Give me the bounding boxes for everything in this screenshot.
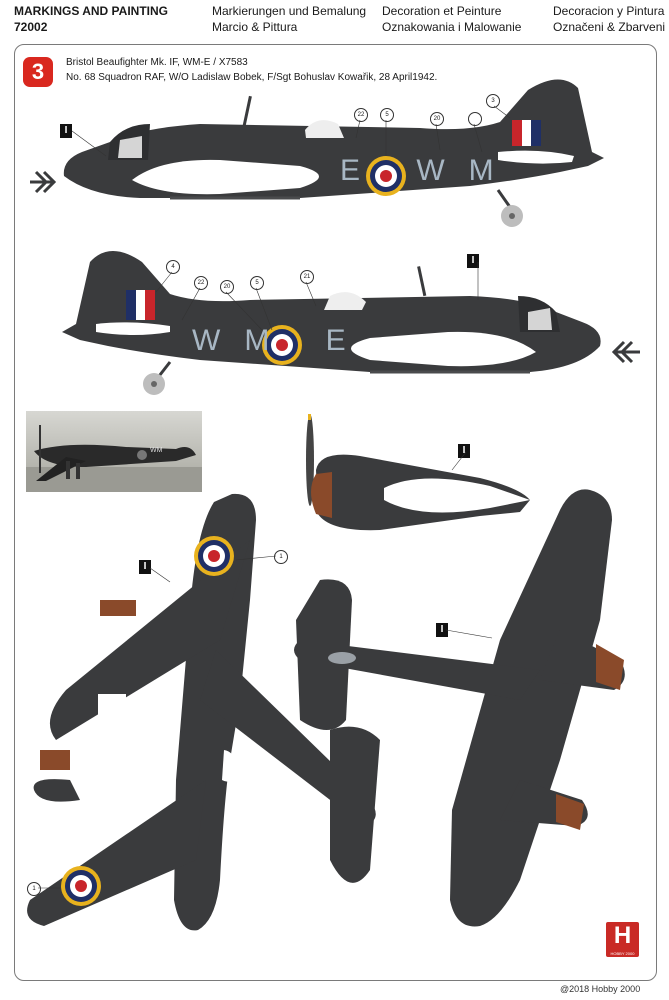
callout-5-top: 5: [380, 108, 394, 122]
unit-crew-date: No. 68 Squadron RAF, W/O Ladislaw Bobek,…: [66, 72, 438, 83]
logo-text: HOBBY 2000: [610, 951, 635, 956]
callout-leaders: [38, 105, 511, 889]
code-letters-right-side: E WM: [340, 154, 518, 187]
scheme-description: Bristol Beaufighter Mk. IF, WM-E / X7583…: [66, 55, 437, 85]
underside-view-drawing: [294, 489, 625, 927]
scheme-panel: [14, 44, 657, 981]
callout-21-top: 22: [354, 108, 368, 122]
paint-code-label: I: [143, 561, 147, 572]
header-de: Markierungen und Bemalung: [212, 4, 367, 18]
paint-code-label: I: [440, 624, 444, 635]
paint-code-markers: [60, 124, 479, 637]
callout-20-top: 20: [430, 112, 444, 126]
front-view-drawing: [306, 414, 530, 531]
header: MARKINGS AND PAINTING 72002 Markierungen…: [0, 0, 669, 44]
hobby-2000-logo: H HOBBY 2000: [606, 922, 639, 957]
header-cz: Označeni & Zbarveni: [553, 20, 666, 34]
code-letters-left-side: WM E: [192, 324, 370, 357]
kit-number: 72002: [14, 20, 48, 34]
header-it: Marcio & Pittura: [212, 20, 298, 34]
callout-22-top: [468, 112, 482, 126]
callout-21-mid: 21: [300, 270, 314, 284]
header-de-it: Markierungen und Bemalung Marcio & Pittu…: [212, 3, 366, 35]
callout-1-top-view: 1: [274, 550, 288, 564]
header-fr-pl: Decoration et Peinture Oznakowania i Mal…: [382, 3, 521, 35]
top-view-drawing: [27, 493, 380, 931]
right-side-profile: [30, 79, 605, 227]
copyright: @2018 Hobby 2000: [560, 984, 641, 994]
historical-photo: WM: [26, 411, 202, 492]
header-title-text: MARKINGS AND PAINTING: [14, 4, 168, 18]
header-es: Decoracion y Pintura: [553, 4, 665, 18]
photo-code: WM: [150, 447, 163, 454]
callout-5-mid: 5: [250, 276, 264, 290]
paint-code-label: I: [471, 255, 475, 266]
paint-code-label: I: [462, 445, 466, 456]
scheme-number-badge: 3: [23, 57, 53, 87]
paint-code-label: I: [64, 125, 68, 136]
header-pl: Oznakowania i Malowanie: [382, 20, 522, 34]
header-fr: Decoration et Peinture: [382, 4, 502, 18]
logo-letter: H: [613, 922, 632, 949]
header-title: MARKINGS AND PAINTING 72002: [14, 3, 168, 35]
callout-22-mid: 22: [194, 276, 208, 290]
callout-4: 4: [166, 260, 180, 274]
left-side-profile: [62, 251, 640, 395]
callout-20-mid: 20: [220, 280, 234, 294]
photo-aircraft: [26, 425, 202, 492]
callout-3: 3: [486, 94, 500, 108]
aircraft-designation: Bristol Beaufighter Mk. IF, WM-E / X7583: [66, 57, 248, 68]
header-es-cz: Decoracion y Pintura Označeni & Zbarveni: [553, 3, 665, 35]
callout-1-top-view-lower: 1: [27, 882, 41, 896]
